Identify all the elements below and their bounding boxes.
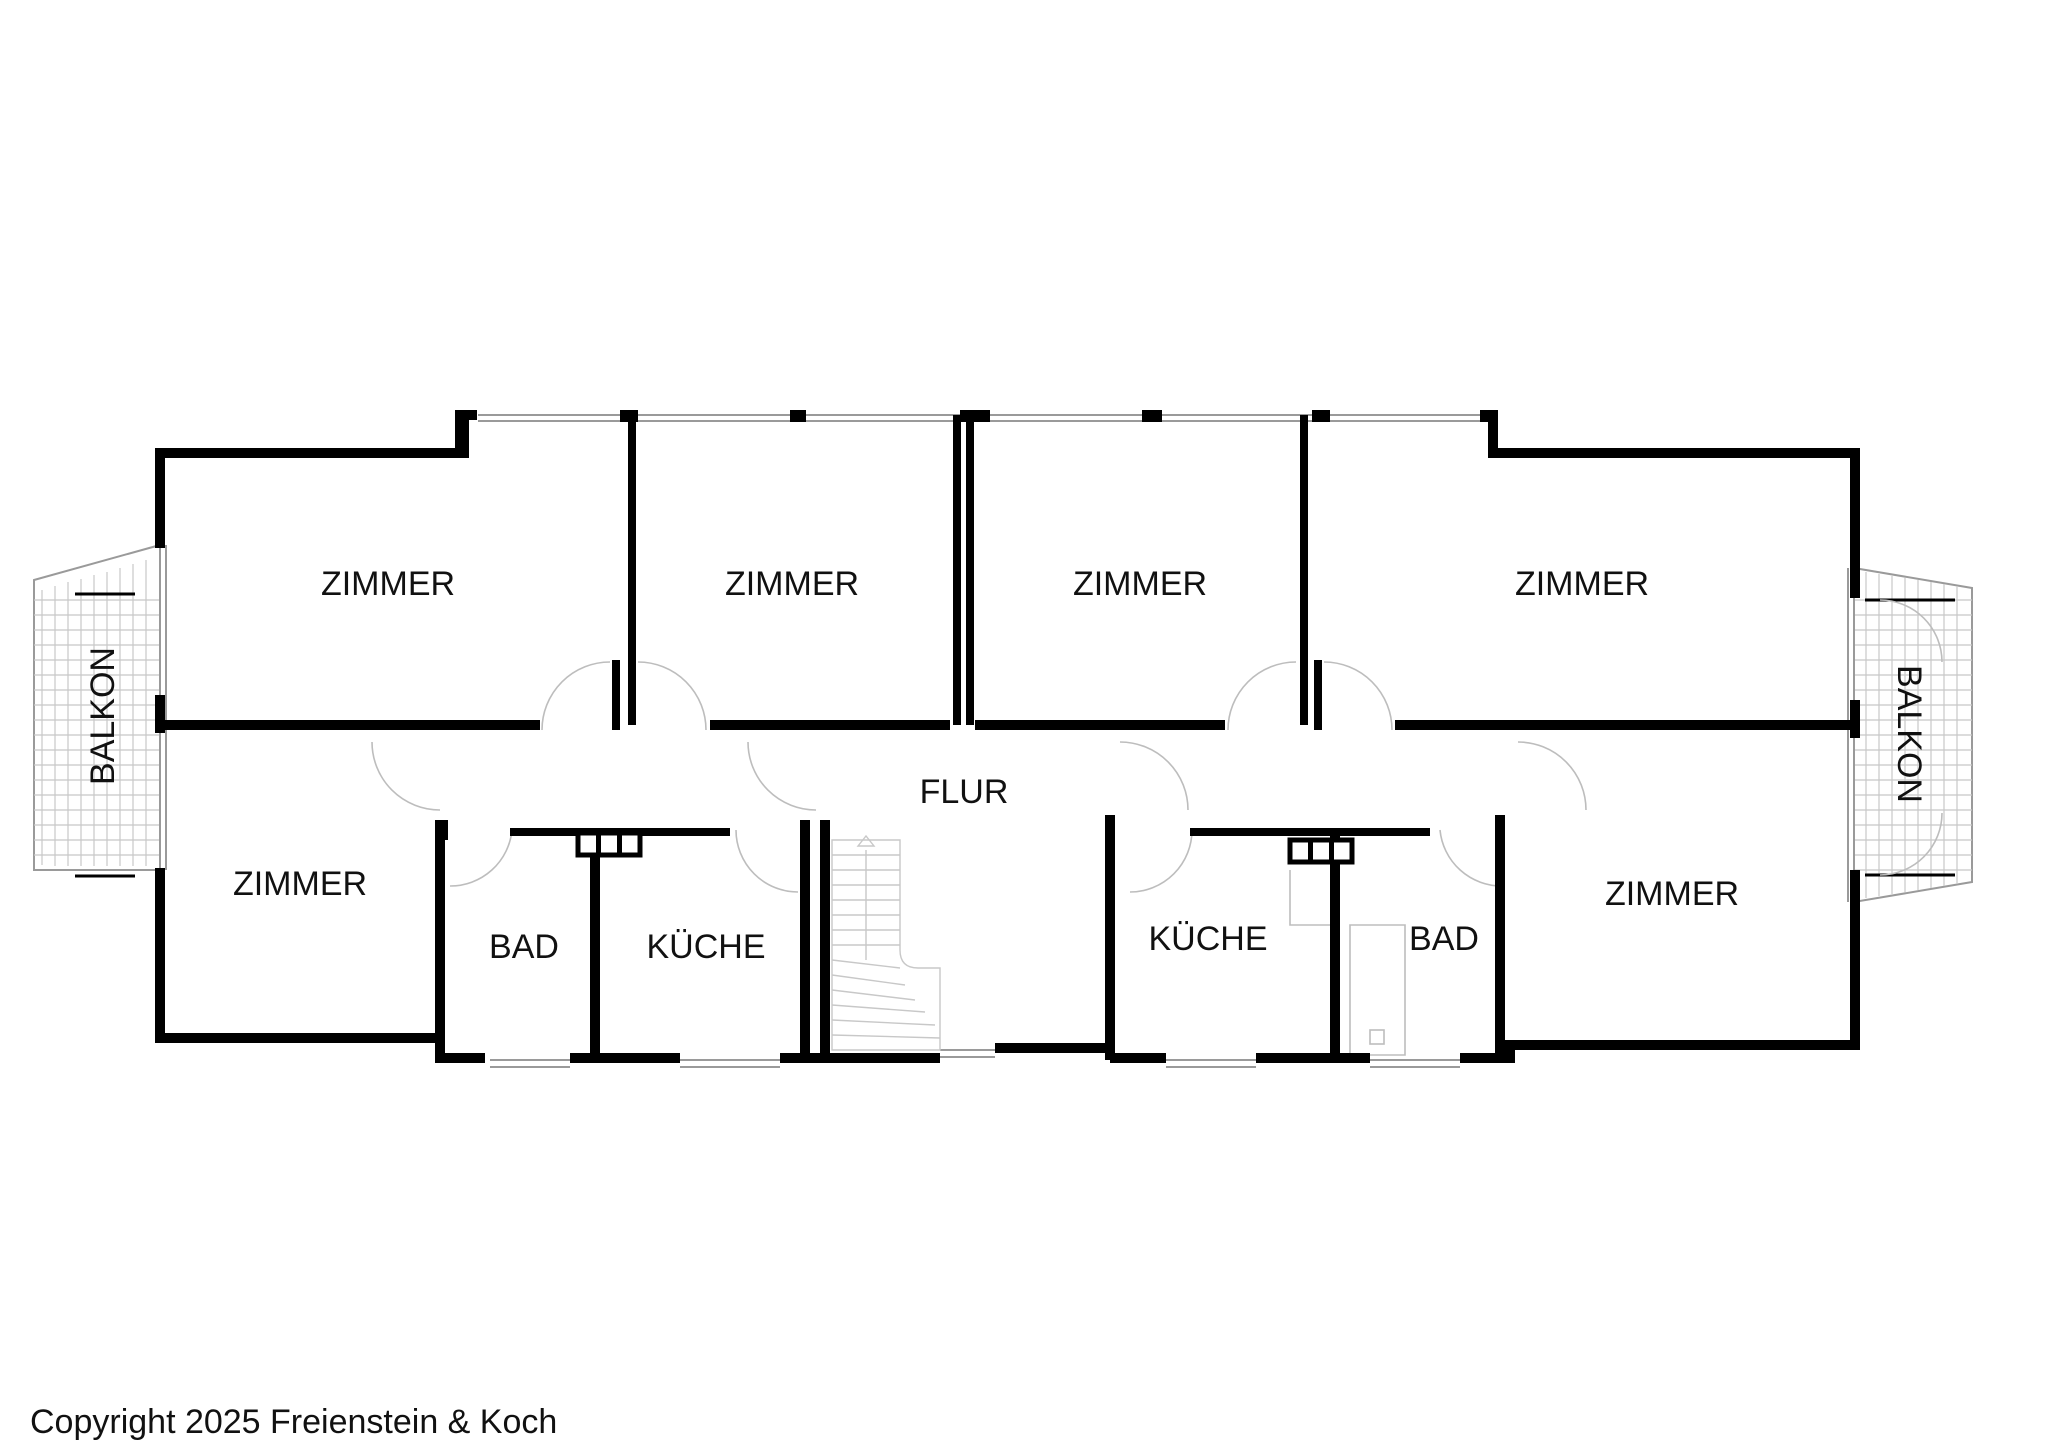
duct-dividers — [596, 833, 1334, 862]
label-bad-right: BAD — [1409, 920, 1479, 958]
balcony-rails — [75, 592, 1955, 878]
label-kueche-right: KÜCHE — [1148, 920, 1267, 958]
label-bad-left: BAD — [489, 928, 559, 966]
door-swings — [371, 599, 1943, 893]
label-balkon-left: BALKON — [84, 647, 122, 785]
label-flur: FLUR — [920, 773, 1009, 811]
label-zimmer-4: ZIMMER — [1515, 565, 1649, 603]
label-kueche-left: KÜCHE — [646, 928, 765, 966]
walls — [155, 410, 1860, 1063]
ducts — [575, 830, 1355, 865]
label-balkon-right: BALKON — [1890, 665, 1928, 803]
label-zimmer-1: ZIMMER — [321, 565, 455, 603]
bath-fixtures — [1289, 870, 1406, 1056]
label-zimmer-2: ZIMMER — [725, 565, 859, 603]
label-zimmer-5: ZIMMER — [233, 865, 367, 903]
label-zimmer-3: ZIMMER — [1073, 565, 1207, 603]
staircase — [831, 834, 941, 1051]
windows — [159, 414, 1855, 1068]
label-zimmer-6: ZIMMER — [1605, 875, 1739, 913]
copyright-notice: Copyright 2025 Freienstein & Koch — [30, 1403, 558, 1441]
